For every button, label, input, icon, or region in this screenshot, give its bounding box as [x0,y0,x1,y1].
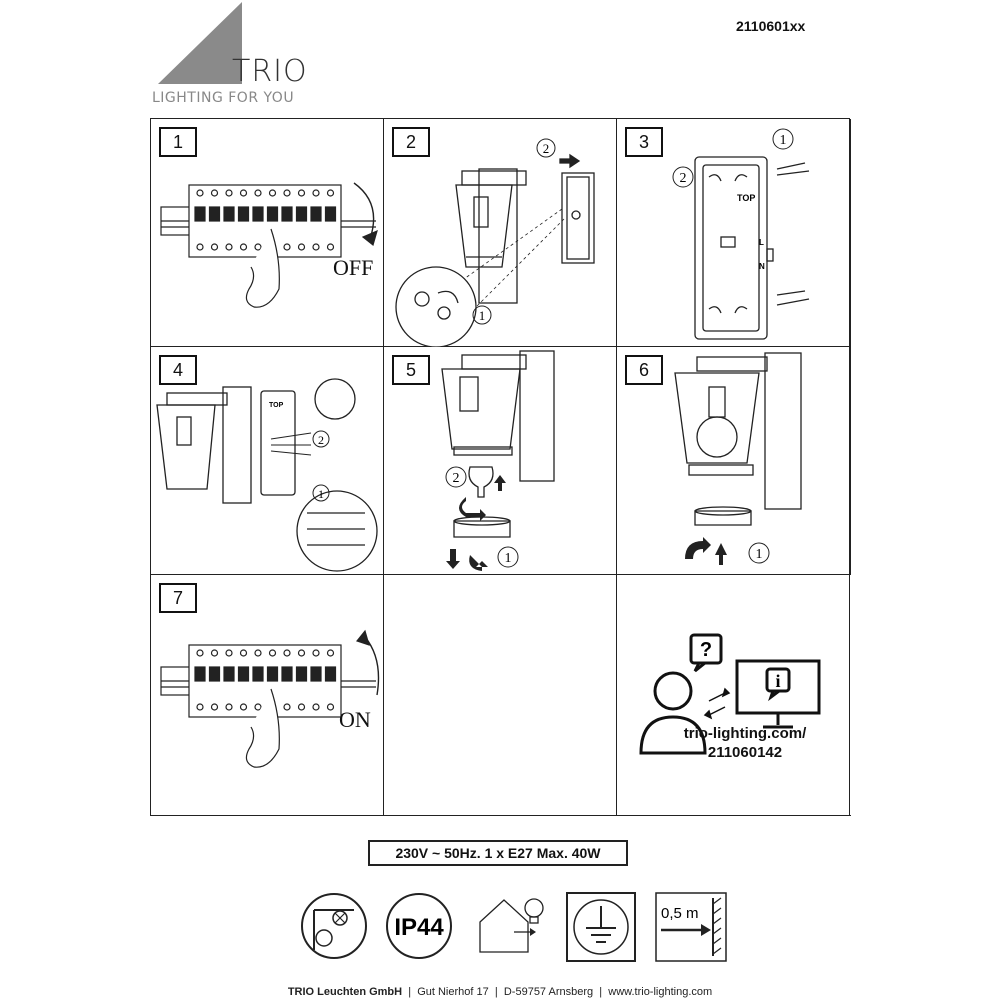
electrical-spec: 230V ~ 50Hz. 1 x E27 Max. 40W [368,840,628,866]
callout-2: 2 [680,171,687,186]
indoor-outdoor-bulb-icon [479,898,544,953]
n-mark: N [759,262,765,271]
question-bubble-icon [689,633,723,665]
user-icon [653,671,693,711]
step-1-panel: 1 OFF [151,119,384,347]
step-5-panel: 2 1 5 [384,347,617,575]
ip44-icon: IP44 [386,893,452,959]
empty-panel [384,575,617,816]
step-7-panel: 7 ON [151,575,384,816]
protective-earth-icon [566,892,636,962]
info-mark: i [775,671,780,691]
footer-address1: Gut Nierhof 17 [417,986,489,998]
svg-text:0,5 m: 0,5 m [661,905,699,922]
svg-text:IP44: IP44 [394,914,444,941]
help-url-line2: 211060142 [707,744,783,761]
top-mark: TOP [737,193,755,203]
on-label: ON [339,707,371,732]
callout-2: 2 [453,471,460,486]
brand-name: TRIO [232,54,308,89]
callout-2: 2 [318,433,324,447]
callout-1: 1 [780,133,787,148]
callout-1: 1 [479,308,486,323]
callout-1: 1 [505,551,512,566]
step-number: 1 [159,127,197,157]
step-number: 3 [625,127,663,157]
mount-backplate-illustration: 1 2 TOP L N [672,128,810,340]
breaker-off-illustration [160,182,378,308]
step-4-panel: 2 1 TOP 4 [151,347,384,575]
footer-company: TRIO Leuchten GmbH [287,986,403,998]
l-mark: L [759,238,764,247]
close-cover-illustration: 1 [674,352,802,565]
brand-tagline: LIGHTING FOR YOU [152,90,295,106]
callout-1: 1 [756,547,763,562]
off-label: OFF [333,255,374,280]
step-3-panel: 1 2 TOP L N 3 [617,119,851,347]
step-number: 6 [625,355,663,385]
insert-bulb-illustration: 2 1 [441,350,555,571]
help-panel: ? i [617,575,851,816]
callout-1: 1 [318,487,324,501]
wiring-illustration: 2 1 TOP [156,378,378,572]
step-number: 4 [159,355,197,385]
step-2-panel: 2 1 2 [384,119,617,347]
step-6-panel: 1 6 [617,347,851,575]
remove-backplate-illustration: 2 1 [395,138,595,347]
footer-address2: D-59757 Arnsberg [503,986,594,998]
footer-website[interactable]: www.trio-lighting.com [608,986,713,998]
ceiling-wall-mount-icon [301,893,367,959]
logo-triangle-icon [158,2,242,84]
step-number: 2 [392,127,430,157]
footer: TRIO Leuchten GmbH | Gut Nierhof 17 | D-… [287,986,713,998]
top-mark: TOP [269,402,284,409]
callout-2: 2 [543,141,550,156]
question-mark: ? [700,639,712,661]
distance-icon: 0,5 m [655,892,727,962]
instruction-grid: 1 OFF [150,118,851,816]
step-number: 7 [159,583,197,613]
help-url[interactable]: trio-lighting.com/ 211060142 [640,724,850,762]
help-url-line1: trio-lighting.com/ [683,725,807,742]
article-number: 2110601xx [736,18,806,34]
online-help-illustration: ? i [639,633,821,755]
breaker-on-illustration [160,629,380,768]
step-number: 5 [392,355,430,385]
